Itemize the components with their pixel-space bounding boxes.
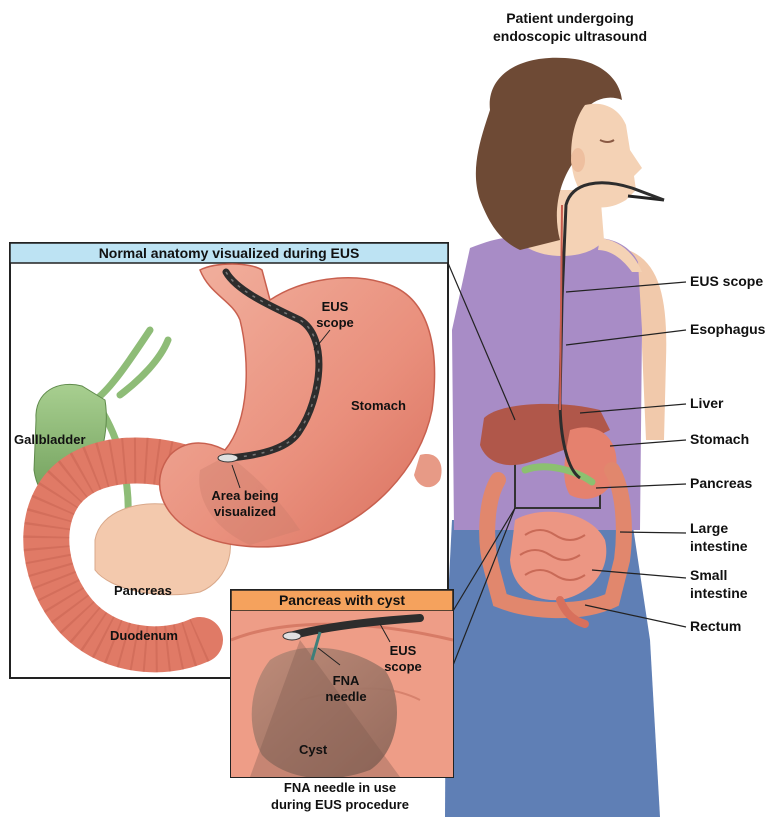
small-intestine-label-1: Small [690,567,727,584]
rectum-label: Rectum [690,618,741,635]
gallbladder-label: Gallbladder [14,432,86,448]
body-pancreas-label: Pancreas [690,475,752,492]
caption-line2: during EUS procedure [240,797,440,813]
body-stomach-label: Stomach [690,431,749,448]
pancreas-label: Pancreas [114,583,172,599]
cyst-eus-scope-label-1: EUS [378,643,428,659]
area-label-1: Area being [200,488,290,504]
stomach-label: Stomach [351,398,406,414]
esophagus-label: Esophagus [690,321,765,338]
area-label-2: visualized [200,504,290,520]
cyst-label: Cyst [299,742,327,758]
large-intestine-label-2: intestine [690,538,748,555]
normal-eus-scope-label-2: scope [310,315,360,331]
patient-figure [445,58,666,817]
normal-panel-header: Normal anatomy visualized during EUS [10,243,448,263]
fna-needle-label-1: FNA [318,673,374,689]
fna-needle-label-2: needle [318,689,374,705]
main-title-line2: endoscopic ultrasound [470,28,670,45]
duodenum-label: Duodenum [110,628,178,644]
large-intestine-label-1: Large [690,520,728,537]
body-eus-scope-label: EUS scope [690,273,763,290]
cyst-panel-header: Pancreas with cyst [231,590,453,610]
liver-label: Liver [690,395,723,412]
small-intestine-label-2: intestine [690,585,748,602]
normal-eus-scope-label-1: EUS [310,299,360,315]
main-title-line1: Patient undergoing [470,10,670,27]
caption-line1: FNA needle in use [240,780,440,796]
cyst-eus-scope-label-2: scope [378,659,428,675]
